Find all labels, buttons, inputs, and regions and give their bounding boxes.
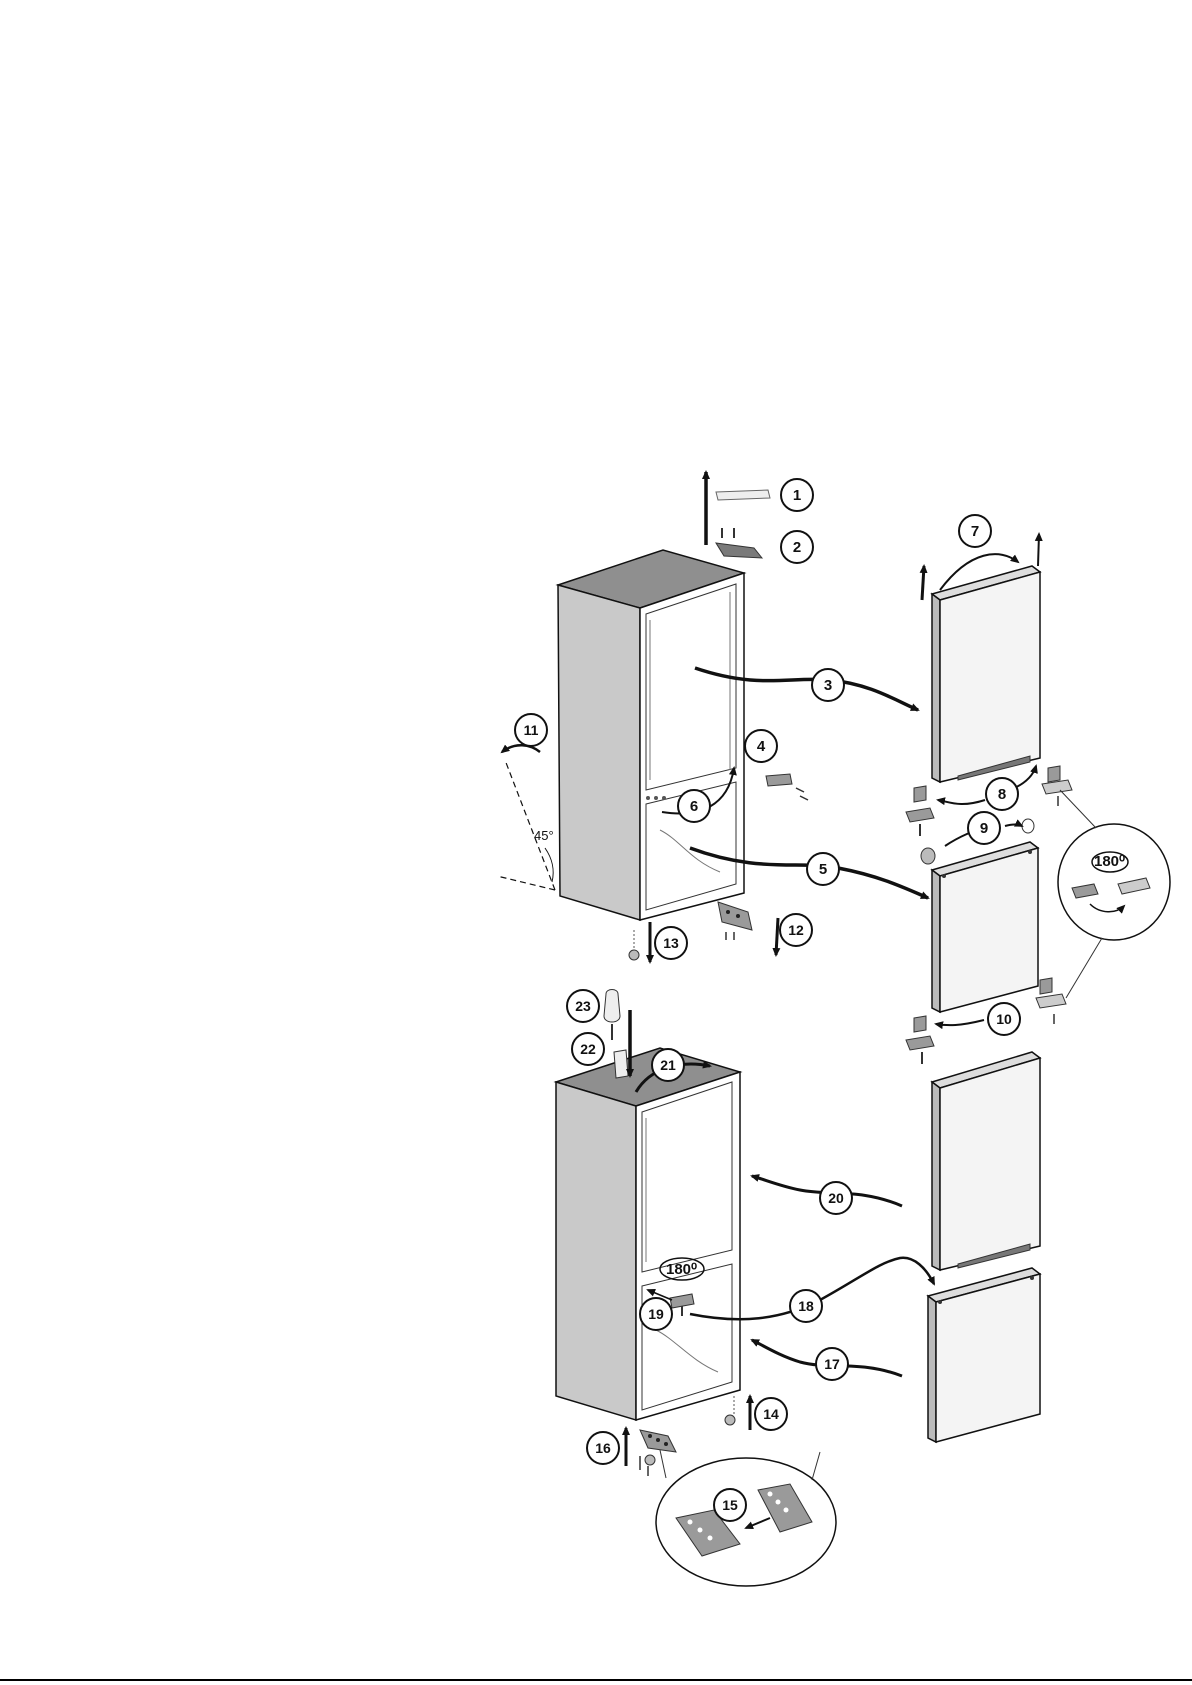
- step-callout-14: 14: [755, 1398, 787, 1430]
- arrow-12: [776, 918, 778, 955]
- step-callout-6: 6: [678, 790, 710, 822]
- upper-door-removed: [932, 566, 1040, 782]
- step-number: 13: [663, 935, 679, 951]
- step-number: 22: [580, 1041, 596, 1057]
- fridge-top: [558, 550, 744, 920]
- step-callout-17: 17: [816, 1348, 848, 1380]
- bottom-hinge-part-top: [718, 902, 752, 940]
- step-number: 2: [793, 539, 801, 556]
- step-number: 11: [524, 722, 539, 738]
- step-callout-13: 13: [655, 927, 687, 959]
- step-number: 10: [996, 1011, 1012, 1027]
- step-callout-5: 5: [807, 853, 839, 885]
- rotation-label-bottom: 180⁰: [666, 1261, 697, 1278]
- page-bottom-rule: [0, 1679, 1192, 1681]
- foot-part-bottom: [725, 1396, 735, 1425]
- step-callout-12: 12: [780, 914, 812, 946]
- step-number: 9: [980, 820, 988, 837]
- step-callout-16: 16: [587, 1432, 619, 1464]
- step-callout-22: 22: [572, 1033, 604, 1065]
- lower-door-removed: [932, 842, 1038, 1012]
- angle-label: 45°: [534, 828, 554, 843]
- arrow-8: [938, 800, 985, 804]
- tilt-guide: [497, 745, 555, 890]
- step-number: 21: [660, 1057, 676, 1073]
- arrow-7-right-up: [1038, 534, 1039, 566]
- lower-door-reinstalled: [928, 1268, 1040, 1442]
- step-number: 8: [998, 786, 1006, 803]
- step-number: 20: [828, 1190, 844, 1206]
- step-callout-23: 23: [567, 990, 599, 1022]
- step-number: 12: [788, 922, 804, 938]
- step-number: 4: [757, 738, 766, 755]
- top-hinge-reinstall: [614, 1050, 628, 1078]
- arrow-10: [936, 1020, 984, 1025]
- screws-6: [646, 796, 666, 800]
- step-callout-11: 11: [515, 714, 547, 746]
- rotation-label-top: 180⁰: [1094, 853, 1125, 870]
- step-number: 15: [722, 1497, 738, 1513]
- step-callout-3: 3: [812, 669, 844, 701]
- step-callout-18: 18: [790, 1290, 822, 1322]
- step-callout-2: 2: [781, 531, 813, 563]
- step-callout-1: 1: [781, 479, 813, 511]
- rotation-detail-circle: [1058, 790, 1170, 998]
- top-cover-part: [716, 490, 770, 500]
- step-callout-20: 20: [820, 1182, 852, 1214]
- step-number: 5: [819, 861, 827, 878]
- middle-hinge-part: [766, 774, 808, 800]
- upper-door-reinstalled: [932, 1052, 1040, 1270]
- step-number: 19: [648, 1306, 664, 1322]
- top-hinge-part: [716, 528, 762, 558]
- step-callout-10: 10: [988, 1003, 1020, 1035]
- step-number: 23: [575, 998, 591, 1014]
- foot-part-top: [629, 930, 639, 960]
- step-number: 6: [690, 798, 698, 815]
- step-number: 7: [971, 523, 979, 540]
- step-callout-7: 7: [959, 515, 991, 547]
- step-callout-21: 21: [652, 1049, 684, 1081]
- bottom-hinge-reinstall: [640, 1430, 676, 1476]
- step-number: 3: [824, 677, 832, 694]
- arrow-9b: [1005, 825, 1022, 827]
- screwdriver: [604, 990, 620, 1041]
- arrow-7-left-up: [922, 566, 924, 600]
- step-callout-9: 9: [968, 812, 1000, 844]
- hinge-detail-circle: [656, 1450, 836, 1586]
- step-callout-19: 19: [640, 1298, 672, 1330]
- step-number: 17: [824, 1356, 840, 1372]
- step-callout-15: 15: [714, 1489, 746, 1521]
- step-callout-4: 4: [745, 730, 777, 762]
- step-callout-8: 8: [986, 778, 1018, 810]
- fridge-bottom: [556, 1048, 740, 1420]
- step-number: 16: [595, 1440, 611, 1456]
- step-number: 1: [793, 487, 801, 504]
- step-number: 18: [798, 1298, 814, 1314]
- step-number: 14: [763, 1406, 779, 1422]
